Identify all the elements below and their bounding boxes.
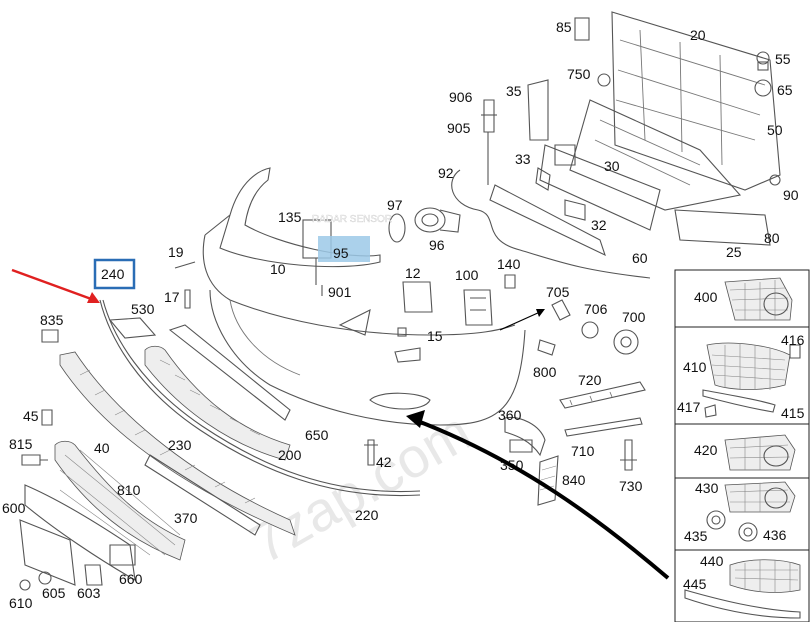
label-840: 840 bbox=[562, 472, 586, 488]
label-700: 700 bbox=[622, 309, 646, 325]
label-410: 410 bbox=[683, 359, 707, 375]
label-17: 17 bbox=[164, 289, 180, 305]
label-33: 33 bbox=[515, 151, 531, 167]
label-35: 35 bbox=[506, 83, 522, 99]
label-603: 603 bbox=[77, 585, 101, 601]
side-clips bbox=[537, 299, 646, 471]
black-arrow-head bbox=[406, 410, 425, 428]
radar-sensor-box: 95 RADAR SENSOR bbox=[302, 214, 392, 296]
crossmember-assembly bbox=[539, 11, 781, 246]
wiring-harness bbox=[451, 169, 651, 279]
label-750: 750 bbox=[567, 66, 591, 82]
label-30: 30 bbox=[604, 158, 620, 174]
label-60: 60 bbox=[632, 250, 648, 266]
label-435: 435 bbox=[684, 528, 708, 544]
label-80: 80 bbox=[764, 230, 780, 246]
far-left-parts bbox=[19, 329, 136, 591]
small-arrow bbox=[499, 311, 541, 331]
label-417: 417 bbox=[677, 399, 701, 415]
right-side-panels: 400 410 416 417 415 420 430 435 436 440 … bbox=[674, 269, 810, 622]
label-200: 200 bbox=[278, 447, 302, 463]
label-45: 45 bbox=[23, 408, 39, 424]
label-710: 710 bbox=[571, 443, 595, 459]
label-906: 906 bbox=[449, 89, 473, 105]
label-12: 12 bbox=[405, 265, 421, 281]
label-25: 25 bbox=[726, 244, 742, 260]
label-600: 600 bbox=[2, 500, 26, 516]
label-240: 240 bbox=[101, 266, 125, 282]
label-65: 65 bbox=[777, 82, 793, 98]
label-610: 610 bbox=[9, 595, 33, 611]
label-815: 815 bbox=[9, 436, 33, 452]
lower-grille-parts bbox=[54, 351, 296, 561]
label-901: 901 bbox=[328, 284, 352, 300]
label-90: 90 bbox=[783, 187, 799, 203]
label-800: 800 bbox=[533, 364, 557, 380]
pointer-arrows bbox=[11, 268, 670, 580]
radar-sensor-parts bbox=[388, 207, 461, 243]
label-420: 420 bbox=[694, 442, 718, 458]
label-360: 360 bbox=[498, 407, 522, 423]
label-415: 415 bbox=[781, 405, 805, 421]
label-92: 92 bbox=[438, 165, 454, 181]
label-730: 730 bbox=[619, 478, 643, 494]
label-230: 230 bbox=[168, 437, 192, 453]
red-arrow bbox=[11, 268, 95, 302]
label-430: 430 bbox=[695, 480, 719, 496]
label-97: 97 bbox=[387, 197, 403, 213]
label-96: 96 bbox=[429, 237, 445, 253]
label-19: 19 bbox=[168, 244, 184, 260]
label-706: 706 bbox=[584, 301, 608, 317]
bumper-cover bbox=[202, 167, 526, 426]
label-835: 835 bbox=[40, 312, 64, 328]
label-650: 650 bbox=[305, 427, 329, 443]
label-416: 416 bbox=[781, 332, 805, 348]
label-135: 135 bbox=[278, 209, 302, 225]
label-605: 605 bbox=[42, 585, 66, 601]
watermark: 7zap.com bbox=[240, 399, 482, 575]
fog-brackets bbox=[504, 416, 559, 506]
lower-trim-parts bbox=[99, 261, 421, 497]
label-720: 720 bbox=[578, 372, 602, 388]
label-15: 15 bbox=[427, 328, 443, 344]
label-100: 100 bbox=[455, 267, 479, 283]
label-440: 440 bbox=[700, 553, 724, 569]
label-810: 810 bbox=[117, 482, 141, 498]
label-905: 905 bbox=[447, 120, 471, 136]
radar-sensor-overlay-text: RADAR SENSOR bbox=[312, 214, 392, 225]
label-20: 20 bbox=[690, 27, 706, 43]
label-220: 220 bbox=[355, 507, 379, 523]
label-55: 55 bbox=[775, 51, 791, 67]
label-40: 40 bbox=[94, 440, 110, 456]
label-705: 705 bbox=[546, 284, 570, 300]
label-10: 10 bbox=[270, 261, 286, 277]
center-brackets bbox=[397, 274, 516, 337]
label-445: 445 bbox=[683, 576, 707, 592]
part-labels: 85 20 55 750 65 906 35 50 905 33 30 92 9… bbox=[2, 19, 799, 611]
label-370: 370 bbox=[174, 510, 198, 526]
black-arrow bbox=[414, 418, 670, 580]
label-42: 42 bbox=[376, 454, 392, 470]
label-436: 436 bbox=[763, 527, 787, 543]
red-arrow-head bbox=[87, 292, 100, 303]
label-32: 32 bbox=[591, 217, 607, 233]
label-660: 660 bbox=[119, 571, 143, 587]
highlight-box-240 bbox=[93, 258, 136, 290]
label-530: 530 bbox=[131, 301, 155, 317]
label-140: 140 bbox=[497, 256, 521, 272]
upper-brackets bbox=[481, 79, 586, 221]
label-95: 95 bbox=[333, 245, 349, 261]
label-400: 400 bbox=[694, 289, 718, 305]
label-50: 50 bbox=[767, 122, 783, 138]
label-85: 85 bbox=[556, 19, 572, 35]
